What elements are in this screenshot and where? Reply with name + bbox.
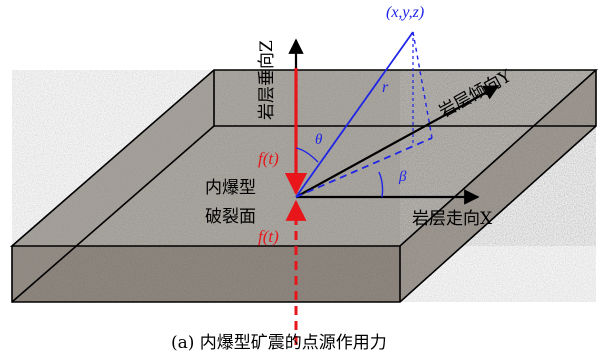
plane-label-line1: 内爆型: [205, 178, 256, 198]
force-top-label: f(t): [258, 149, 279, 168]
axis-x-label: 岩层走向X: [412, 209, 493, 229]
axes: [288, 38, 500, 205]
beta-arc: [378, 171, 384, 198]
drop-dashed: [412, 31, 433, 139]
vector-geometry: [295, 31, 433, 198]
axis-z-label: 岩层垂向Z: [257, 40, 277, 120]
projection-dashed: [295, 137, 433, 198]
slab-right-face: [400, 70, 596, 302]
r-label: r: [382, 79, 389, 96]
theta-label: θ: [315, 132, 323, 148]
r-vector: [295, 31, 414, 198]
y-axis-line: [295, 85, 500, 198]
slab-left-inner: [12, 70, 214, 302]
slab-front-face: [12, 246, 400, 302]
rock-slab: [9, 69, 599, 303]
beta-label: β: [398, 169, 407, 185]
slab-top-face: [12, 70, 596, 246]
figure-caption: (a) 内爆型矿震的点源作用力: [171, 333, 387, 353]
plane-label-line2: 破裂面: [205, 207, 256, 227]
force-bottom-label: f(t): [258, 227, 279, 246]
point-label: (x,y,z): [386, 4, 424, 21]
theta-arc: [295, 147, 319, 163]
